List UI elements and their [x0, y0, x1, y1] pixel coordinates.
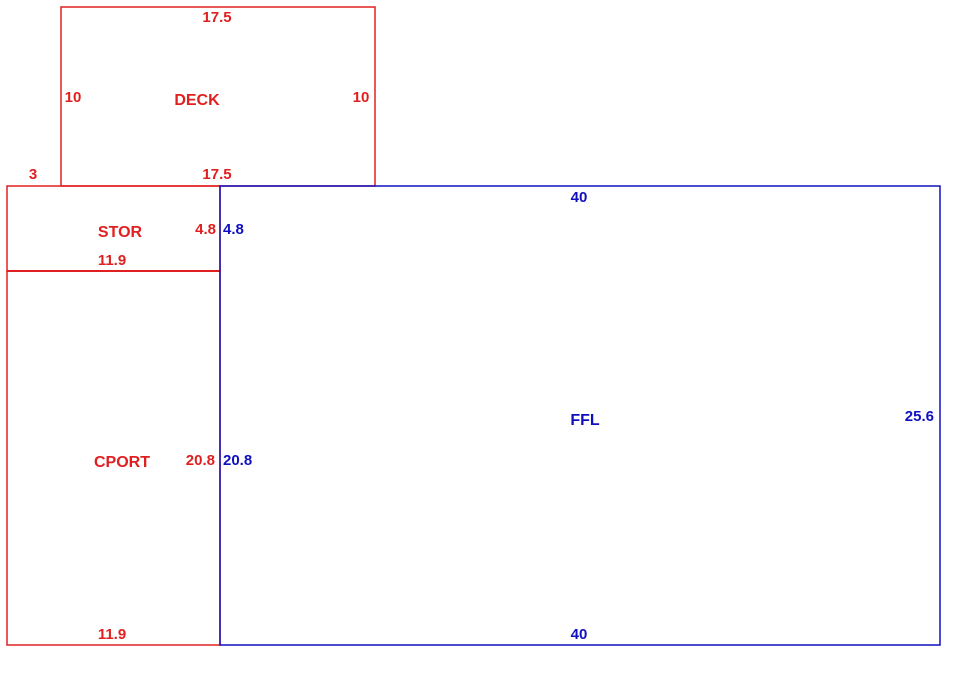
deck-dim-left: 10 [65, 89, 82, 106]
ffl-dim-top: 40 [571, 189, 588, 206]
deck-dim-bottom: 17.5 [202, 166, 231, 183]
stor-area: STOR 11.9 4.8 [6, 185, 221, 272]
ffl-dim-bottom: 40 [571, 626, 588, 643]
cport-label: CPORT [94, 454, 150, 471]
ffl-dim-right: 25.6 [905, 408, 934, 425]
deck-dim-right: 10 [353, 89, 370, 106]
ffl-label: FFL [570, 412, 600, 429]
stor-label: STOR [98, 224, 143, 241]
ffl-outline [219, 185, 941, 646]
ffl-area: FFL 40 40 25.6 4.8 20.8 [219, 185, 941, 646]
cport-dim-bottom: 11.9 [98, 626, 126, 643]
deck-area: DECK 17.5 17.5 10 10 3 [29, 6, 376, 187]
cport-dim-side: 20.8 [186, 452, 215, 469]
stor-dim-side: 4.8 [195, 221, 216, 238]
deck-label: DECK [174, 92, 220, 109]
stor-dim-bottom: 11.9 [98, 252, 126, 269]
cport-area: CPORT 11.9 20.8 [6, 270, 221, 646]
deck-dim-offset: 3 [29, 166, 37, 183]
ffl-dim-left-lower: 20.8 [223, 452, 252, 469]
deck-dim-top: 17.5 [202, 9, 231, 26]
ffl-dim-left-upper: 4.8 [223, 221, 244, 238]
